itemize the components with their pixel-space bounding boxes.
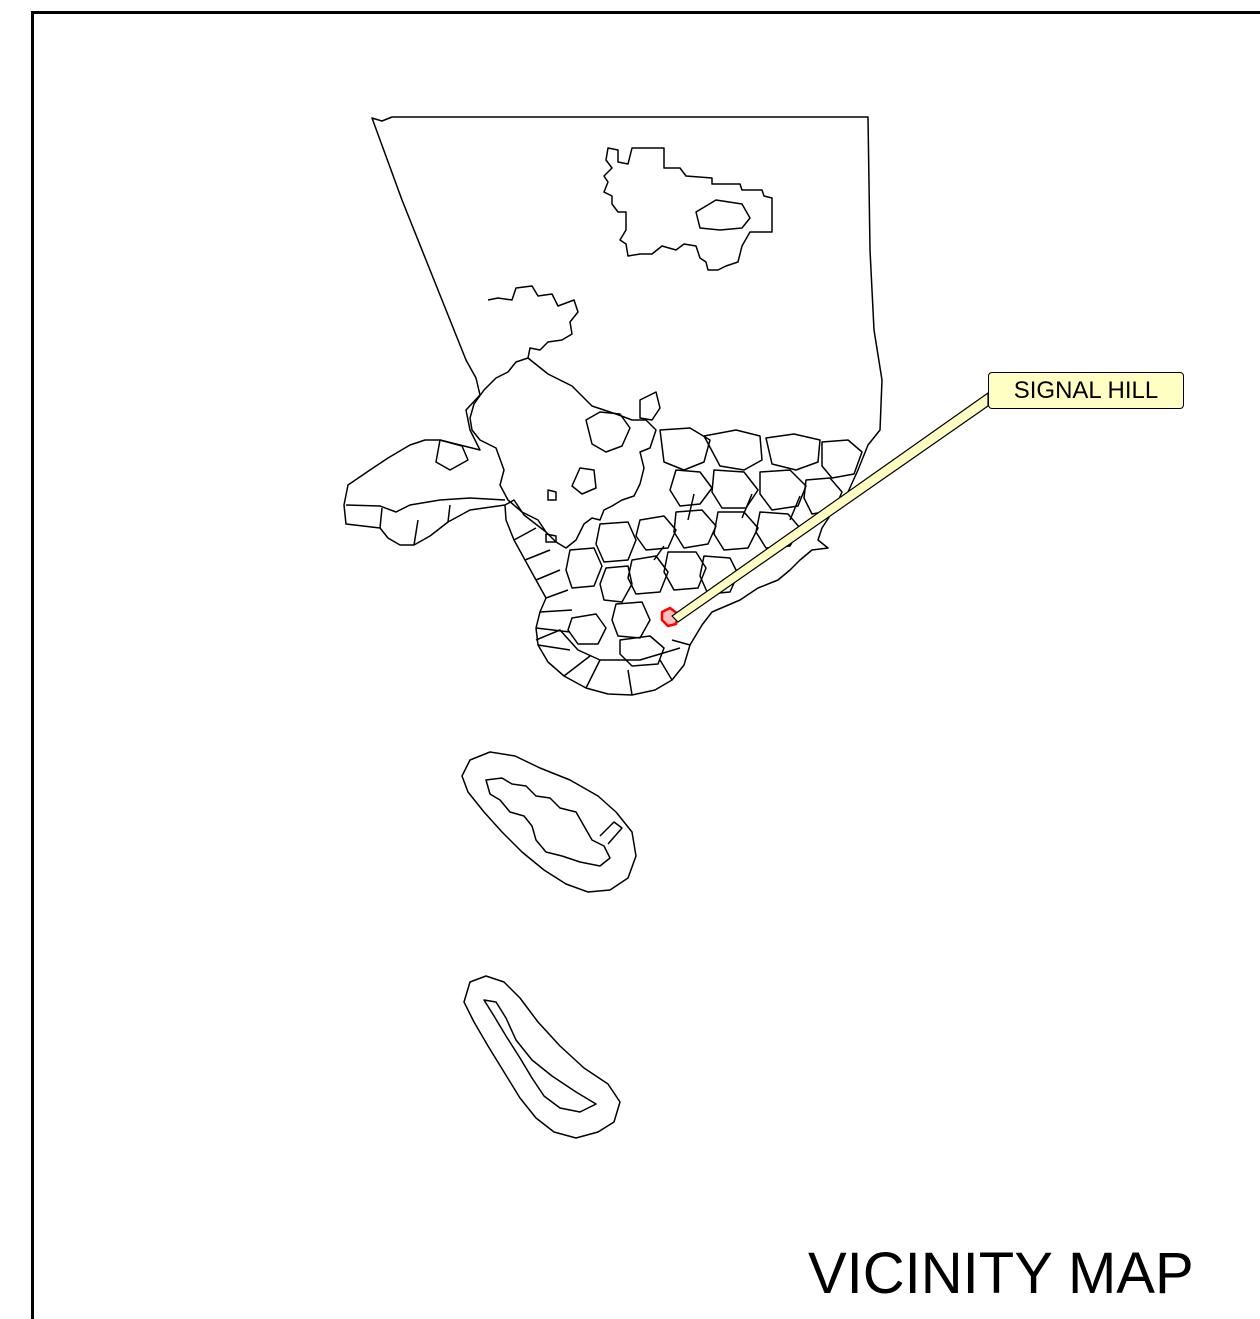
catalina-buffer <box>461 751 637 893</box>
antelope-valley-cities <box>603 147 773 271</box>
map-title: VICINITY MAP <box>808 1241 1194 1306</box>
signal-hill-highlight <box>660 606 680 628</box>
catalina-island <box>485 777 611 867</box>
san-clemente-island <box>483 999 597 1113</box>
callout-label: SIGNAL HILL <box>1013 376 1159 404</box>
coastal-zones <box>345 497 691 696</box>
callout-leader <box>671 392 989 623</box>
los-angeles-city <box>469 285 657 549</box>
san-clemente-buffer <box>463 975 621 1139</box>
county-outline <box>343 116 883 696</box>
signal-hill-callout: SIGNAL HILL <box>988 372 1184 409</box>
catalina-zone-divider <box>599 821 623 845</box>
map-frame <box>31 11 1260 1319</box>
